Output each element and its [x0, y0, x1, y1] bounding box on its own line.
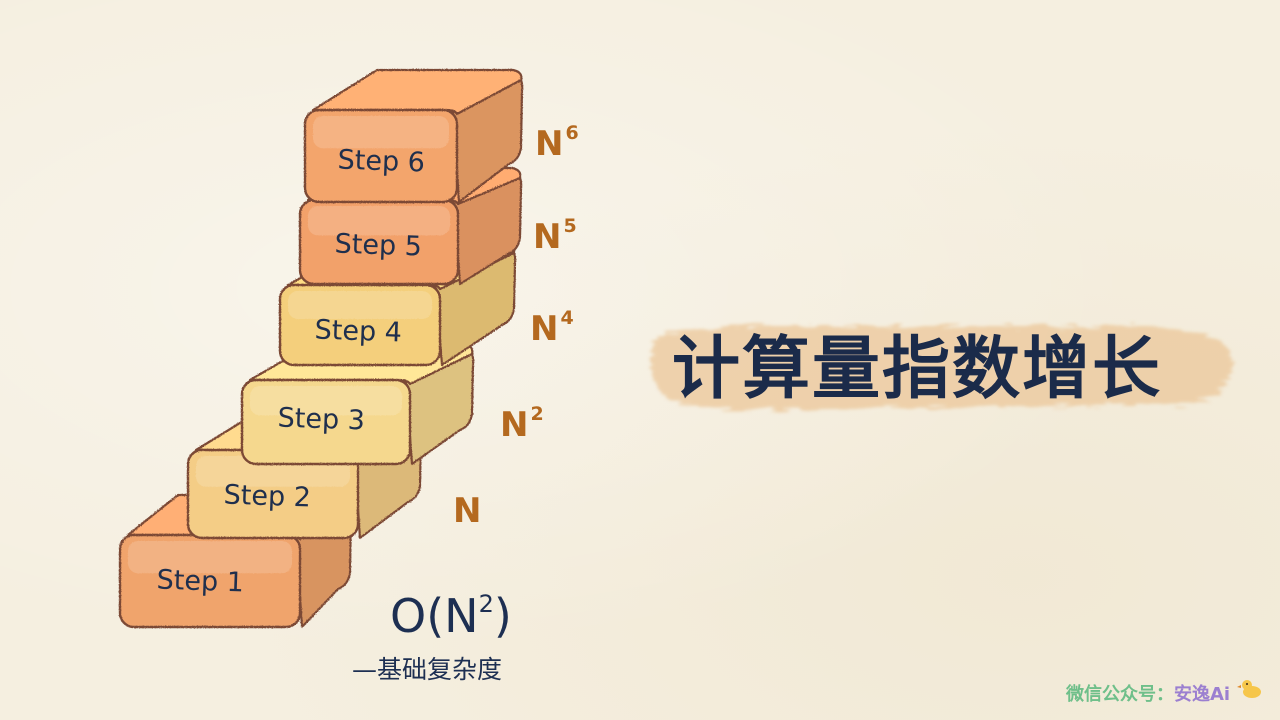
block-highlight [288, 291, 432, 319]
headline: 计算量指数增长 [672, 330, 1162, 409]
block-top-face [311, 68, 523, 116]
step-label-6: Step 6 [337, 144, 425, 178]
complexity-label-1: N [453, 491, 481, 531]
big-o-exponent: 2 [479, 590, 494, 618]
step-label-4: Step 4 [314, 314, 402, 348]
step-label-3: Step 3 [277, 402, 365, 436]
block-highlight [250, 386, 402, 416]
step-blocks [118, 68, 524, 629]
duck-icon [1237, 680, 1261, 698]
step-label-2: Step 2 [223, 479, 311, 513]
step-label-5: Step 5 [334, 228, 422, 262]
watermark-text: 微信公众号：安逸Ai [1065, 683, 1230, 705]
block-highlight [128, 541, 292, 574]
step-block-6 [303, 68, 524, 204]
headline-highlight [651, 325, 1233, 410]
step-labels: Step 1 Step 2 Step 3 Step 4 Step 5 Step 6 [156, 144, 425, 598]
block-highlight [308, 206, 450, 236]
big-o-subtitle: —基础复杂度 [352, 655, 502, 684]
watermark: 微信公众号：安逸Ai [1065, 680, 1261, 705]
step-block-3 [240, 342, 475, 466]
block-highlight [313, 116, 449, 149]
big-o-notation: O(N2) —基础复杂度 [352, 589, 512, 684]
big-o-main: O(N2) [390, 589, 512, 643]
step-label-1: Step 1 [156, 564, 244, 598]
